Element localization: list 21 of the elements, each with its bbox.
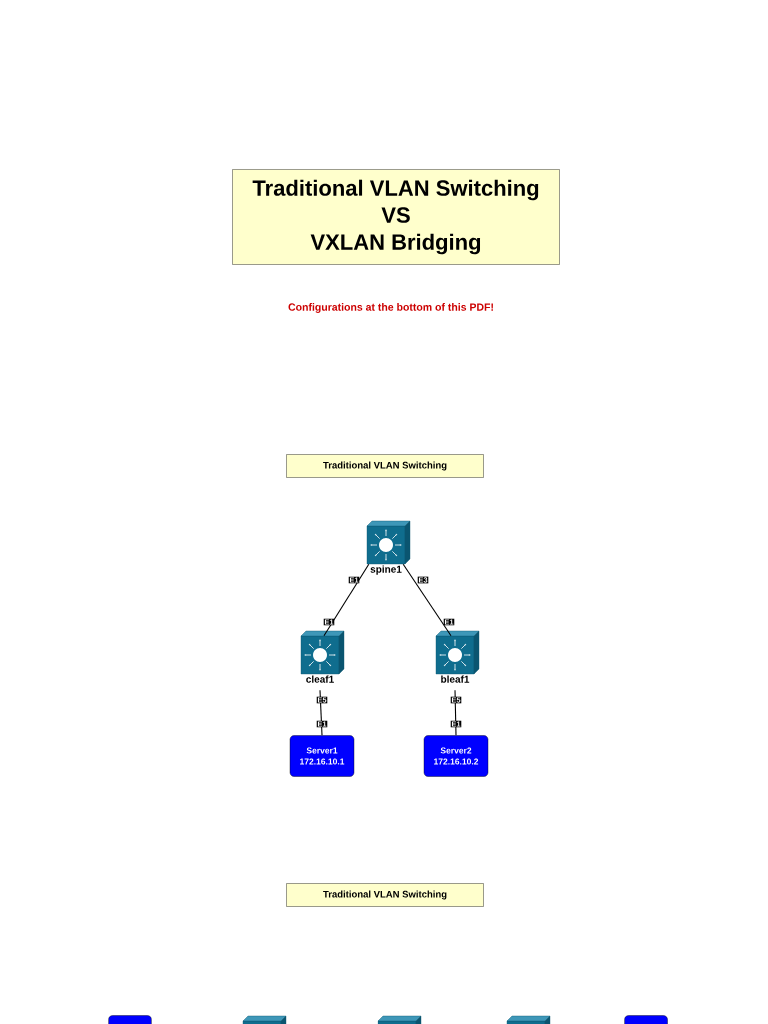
server-box — [108, 1015, 152, 1024]
network-switch: cleaf1 — [300, 630, 345, 683]
link-line — [402, 563, 452, 637]
network-switch — [242, 1015, 287, 1024]
network-switch — [506, 1015, 551, 1024]
network-switch: spine1 — [366, 520, 411, 575]
note-text: Configurations at the bottom of this PDF! — [288, 303, 493, 313]
server-box — [624, 1015, 668, 1024]
server-box: Server2 172.16.10.2 — [423, 735, 489, 777]
section-header-box: Traditional VLAN Switching — [286, 883, 484, 907]
title-box: Traditional VLAN Switching VS VXLAN Bridging — [232, 169, 560, 265]
node-label: bleaf1 — [441, 675, 470, 683]
server-box: Server1 172.16.10.1 — [289, 735, 355, 777]
network-switch: bleaf1 — [435, 630, 480, 683]
section-header-box: Traditional VLAN Switching — [286, 454, 484, 478]
link-line — [323, 563, 370, 637]
node-label: cleaf1 — [306, 675, 334, 683]
node-label: spine1 — [370, 565, 402, 575]
link-line — [319, 689, 323, 736]
link-line — [454, 689, 457, 736]
network-switch — [377, 1015, 422, 1024]
